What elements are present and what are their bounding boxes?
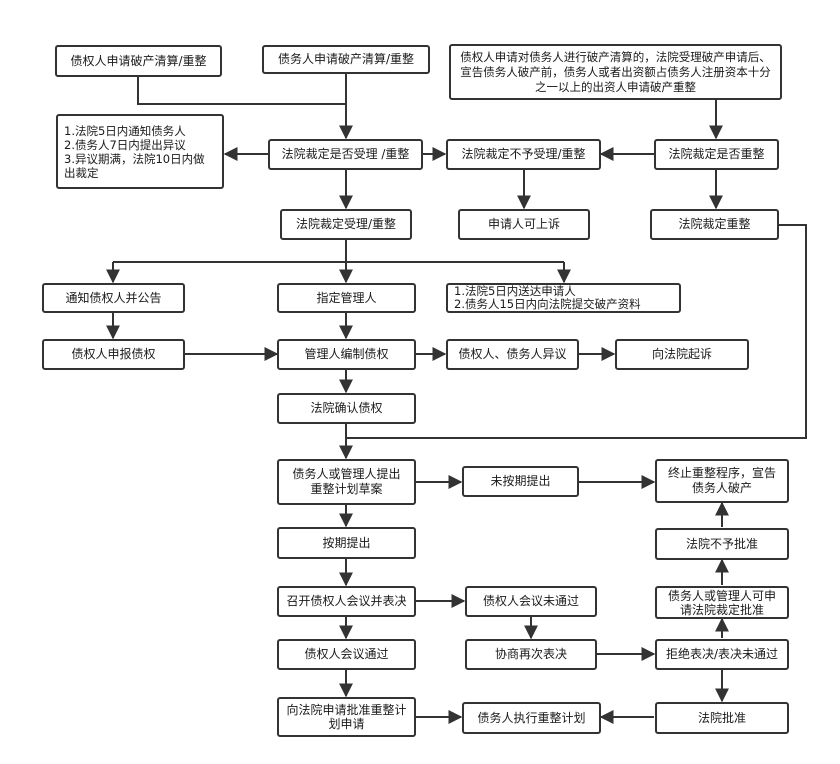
node-notify-creditors: 通知债权人并公告: [42, 283, 185, 313]
node-court-accept: 法院裁定受理/重整: [280, 209, 412, 240]
node-court-reject: 法院裁定不予受理/重整: [446, 139, 601, 170]
node-creditor-declare: 债权人申报债权: [42, 339, 185, 370]
node-on-time: 按期提出: [277, 527, 416, 559]
node-court-reorg: 法院裁定重整: [650, 209, 779, 240]
node-may-apply-court: 债务人或管理人可申 请法院裁定批准: [655, 586, 789, 619]
node-deadline-notes: 1.法院5日内通知债务人 2.债务人7日内提出异议 3.异议期满，法院10日内做…: [56, 114, 224, 189]
connector-creditor-apply-merge: [137, 77, 346, 105]
node-apply-approval: 向法院申请批准重整计 划申请: [277, 697, 416, 737]
node-creditor-liquidation-note: 债权人申请对债务人进行破产清算的，法院受理破产申请后、宣告债务人破产前，债务人或…: [449, 44, 782, 100]
node-sue-court: 向法院起诉: [615, 339, 749, 370]
node-appoint-admin: 指定管理人: [277, 283, 416, 313]
node-court-confirm: 法院确认债权: [277, 393, 416, 424]
node-execute-plan: 债务人执行重整计划: [462, 702, 601, 734]
node-refuse-vote: 拒绝表决/表决未通过: [655, 639, 789, 670]
node-meeting-fail: 债权人会议未通过: [465, 586, 597, 617]
node-court-approve: 法院批准: [655, 702, 789, 734]
node-convene-meeting: 召开债权人会议并表决: [277, 586, 416, 617]
node-court-decide-accept: 法院裁定是否受理 /重整: [268, 139, 423, 170]
node-objection: 债权人、债务人异议: [446, 339, 579, 370]
node-delivery-notes: 1.法院5日内送达申请人 2.债务人15日内向法院提交破产资料: [446, 283, 681, 313]
node-renegotiate: 协商再次表决: [465, 639, 597, 670]
node-admin-compile: 管理人编制债权: [277, 339, 416, 370]
connector-reorg-side-path: [346, 224, 807, 439]
node-terminate: 终止重整程序，宣告 债务人破产: [655, 459, 789, 503]
node-applicant-appeal: 申请人可上诉: [458, 209, 590, 240]
node-court-disapprove: 法院不予批准: [655, 528, 789, 560]
node-creditor-apply: 债权人申请破产清算/重整: [55, 45, 222, 77]
node-meeting-pass: 债权人会议通过: [277, 639, 416, 670]
node-not-on-time: 未按期提出: [462, 466, 579, 497]
node-court-decide-reorg: 法院裁定是否重整: [654, 139, 779, 170]
node-submit-plan: 债务人或管理人提出 重整计划草案: [277, 459, 416, 505]
node-debtor-apply: 债务人申请破产清算/重整: [262, 45, 430, 74]
